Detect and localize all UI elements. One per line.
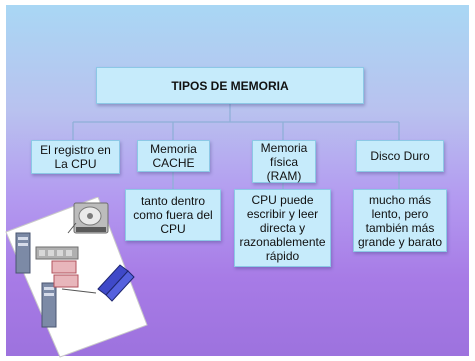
description-cache: tanto dentro como fuera del CPU [125, 189, 221, 241]
description-ram: CPU puede escribir y leer directa y razo… [234, 189, 331, 267]
category-cache: Memoria CACHE [137, 140, 210, 172]
diagram-title: TIPOS DE MEMORIA [96, 67, 364, 104]
description-disco-duro: mucho más lento, pero también más grande… [353, 189, 447, 252]
memory-chip-icon [51, 260, 79, 288]
server-tower-icon [15, 232, 31, 274]
category-disco-duro: Disco Duro [356, 140, 444, 172]
category-registro: El registro en La CPU [31, 140, 120, 174]
memory-hardware-illustration [5, 197, 148, 358]
ram-stick-icon [97, 264, 135, 302]
category-ram: Memoria física (RAM) [252, 140, 316, 183]
memory-module-icon [35, 246, 79, 260]
server-tower-icon [41, 282, 57, 328]
hard-drive-icon [73, 202, 109, 234]
flow-arrows [61, 222, 97, 294]
